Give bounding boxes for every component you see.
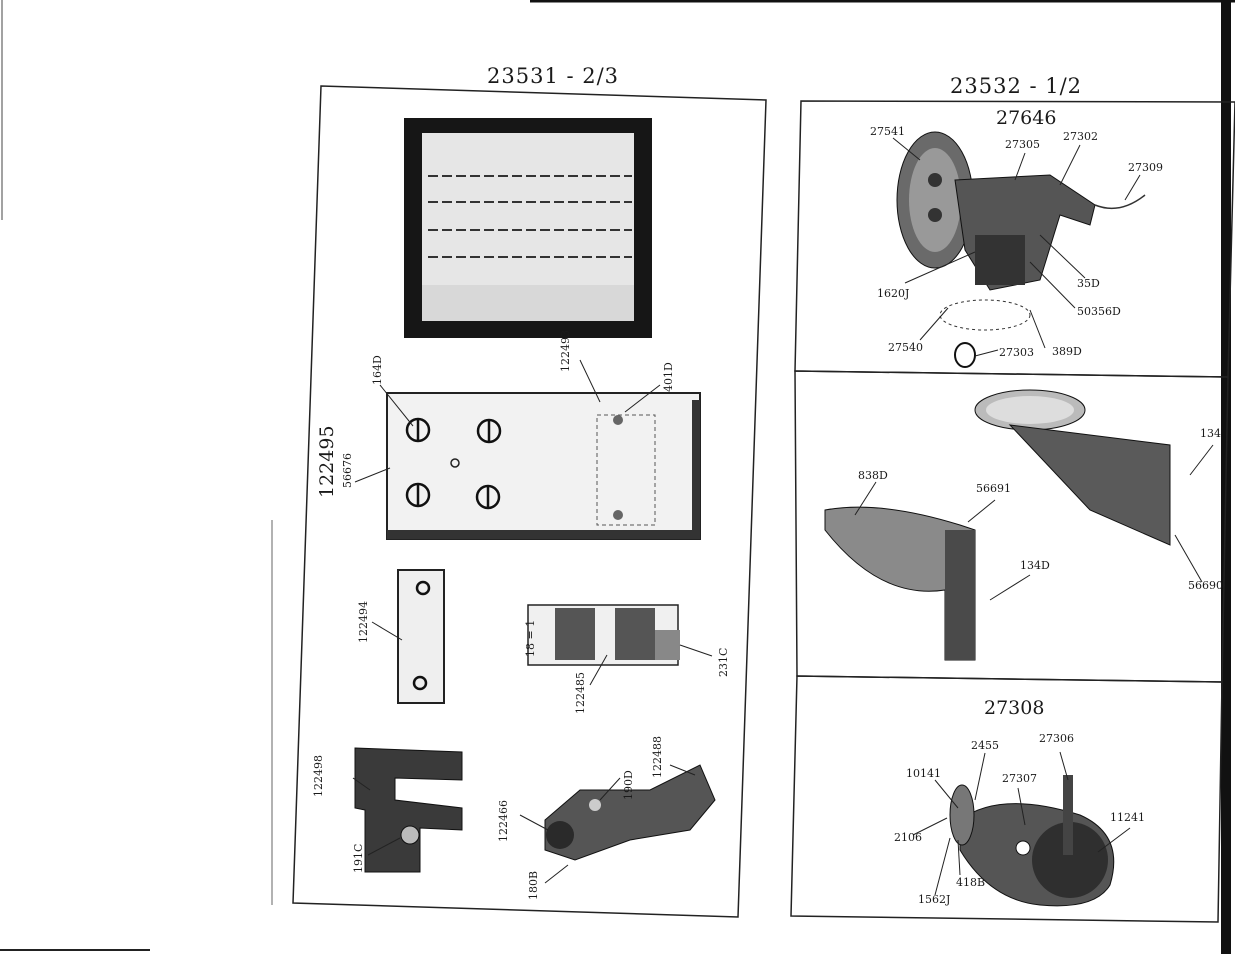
part-label-cord: 27309 xyxy=(1128,161,1163,174)
part-label-set-screw: 180B xyxy=(527,870,540,900)
part-label-1562j: 1562J xyxy=(918,893,951,906)
part-label-2455: 2455 xyxy=(971,739,999,752)
part-label-screw-134d: 134D xyxy=(1020,559,1050,572)
part-label-418b: 418B xyxy=(956,876,986,889)
pulley-assembly-drawing xyxy=(896,131,1146,368)
part-label-screw-134: 134 xyxy=(1200,427,1221,440)
part-label-pulley: 27541 xyxy=(870,125,905,138)
part-label-screw: 164D xyxy=(371,355,384,385)
part-label-screw-35d: 35D xyxy=(1077,277,1100,290)
leader-lines xyxy=(352,137,1214,896)
part-label-2106: 2106 xyxy=(894,831,922,844)
part-label-plate-56691: 56691 xyxy=(976,482,1011,495)
part-label-plate-sub: 56676 xyxy=(341,453,354,488)
part-label-shaft: 27305 xyxy=(1005,138,1040,151)
assembly-number-thread-guide: 27308 xyxy=(984,697,1045,719)
part-label-foot-screw: 191C xyxy=(352,843,365,873)
part-label-presser-foot: 122498 xyxy=(312,755,325,797)
right-bottom-frame xyxy=(790,675,1223,923)
part-label-feed-dog: 122485 xyxy=(574,672,587,714)
part-label-10141: 10141 xyxy=(906,767,941,780)
part-label-clamp: 122466 xyxy=(497,800,510,842)
part-label-gauge: 18 = 1 xyxy=(524,619,537,657)
part-label-bracket-56690: 56690 xyxy=(1188,579,1223,592)
bracket-assembly-drawing xyxy=(824,389,1171,661)
part-label-bracket: 27540 xyxy=(888,341,923,354)
assembly-number-pulley: 27646 xyxy=(996,107,1057,129)
right-panel-header: 23532 - 1/2 xyxy=(950,74,1083,98)
part-label-arm: 27307 xyxy=(1002,772,1037,785)
part-label-needle-guard: 122488 xyxy=(651,736,664,778)
plate-screws xyxy=(405,417,502,510)
part-label-slide-screw: 401D xyxy=(662,362,675,392)
small-plate-drawing xyxy=(397,569,445,704)
throat-plate-drawing xyxy=(386,392,701,540)
part-label-spring: 27303 xyxy=(999,346,1034,359)
part-label-clamp-screw: 190D xyxy=(622,770,635,800)
part-label-post: 27306 xyxy=(1039,732,1074,745)
part-label-screw-389d: 389D xyxy=(1052,345,1082,358)
part-label-housing: 27302 xyxy=(1063,130,1098,143)
left-panel-header: 23531 - 2/3 xyxy=(487,64,620,88)
stitch-rows xyxy=(428,175,632,258)
presser-foot-drawing xyxy=(354,747,463,873)
part-label-feed-screw: 231C xyxy=(717,647,730,677)
part-label-small-plate: 122494 xyxy=(357,601,370,643)
left-panel-frame xyxy=(292,85,767,918)
part-label-slide: 122493 xyxy=(559,330,572,372)
part-label-screw-838d: 838D xyxy=(858,469,888,482)
part-label-tension-disc: 11241 xyxy=(1110,811,1145,824)
part-label-plate: 122495 xyxy=(316,425,338,498)
thread-guide-drawing xyxy=(949,775,1115,907)
part-label-motor-block: 1620J xyxy=(877,287,910,300)
needle-clamp-drawing xyxy=(544,764,716,861)
part-label-screw-50356d: 50356D xyxy=(1077,305,1121,318)
feed-dog-drawing xyxy=(527,604,680,666)
